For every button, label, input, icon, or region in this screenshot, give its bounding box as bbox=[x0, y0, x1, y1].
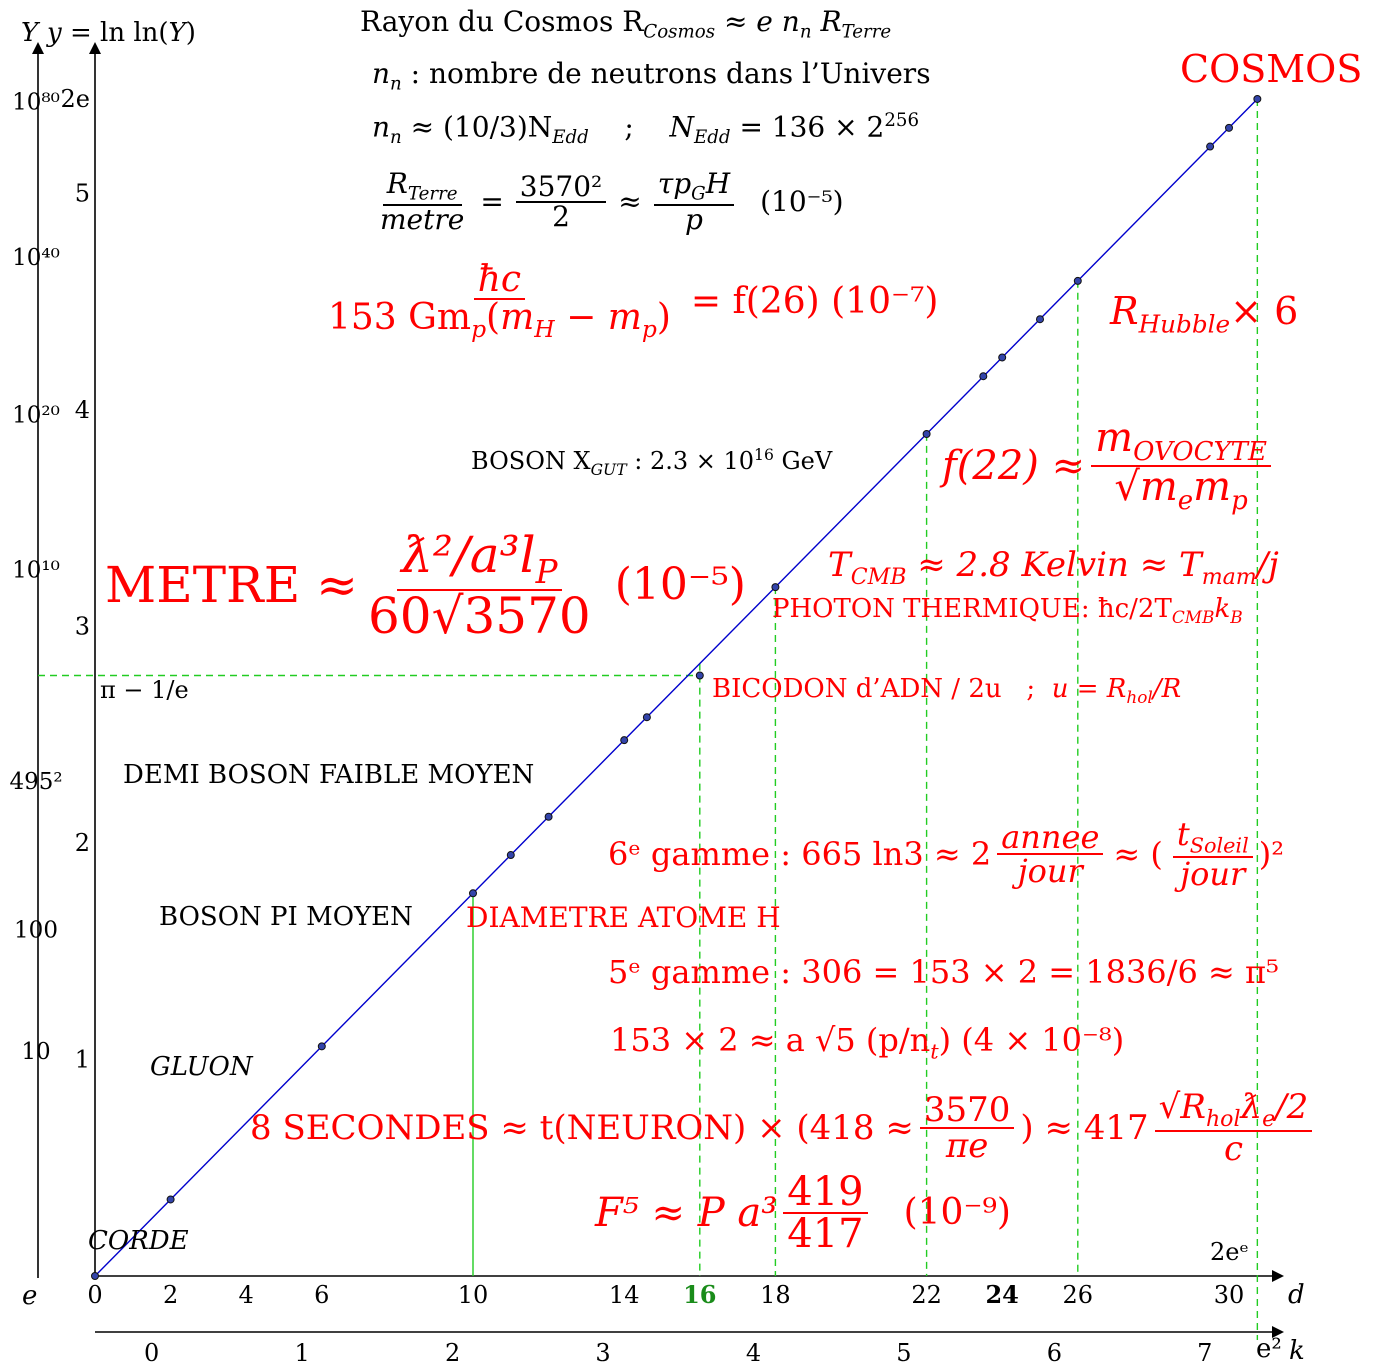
k-tick-label-5: 5 bbox=[896, 1339, 911, 1367]
axis-title-y: y = ln ln(Y) bbox=[47, 18, 196, 48]
data-point-10 bbox=[922, 430, 931, 439]
k-tick-label-7: 7 bbox=[1197, 1339, 1212, 1367]
k-axis-label: k bbox=[1289, 1336, 1305, 1366]
inner-y-tick-2: 3 bbox=[75, 613, 90, 641]
data-point-1 bbox=[166, 1195, 175, 1204]
k-tick-label-2: 2 bbox=[445, 1339, 460, 1367]
data-point-16 bbox=[1225, 123, 1233, 132]
data-point-6 bbox=[620, 736, 629, 745]
d-tick-label-1: 2 bbox=[163, 1281, 178, 1309]
data-point-0 bbox=[91, 1272, 99, 1280]
label-cosmos: COSMOS bbox=[1180, 47, 1363, 91]
outer-y-tick-6: 10⁸⁰ bbox=[12, 90, 60, 116]
label-bicodon: BICODON d’ADN / 2u ; u = Rhol/R bbox=[712, 674, 1182, 708]
d-tick-label-3: 6 bbox=[314, 1281, 329, 1309]
outer-y-tick-5: 10⁴⁰ bbox=[12, 245, 60, 271]
inner-y-tick-5: 2e bbox=[61, 85, 90, 113]
boson-x-unit: GeV bbox=[773, 447, 833, 475]
k-tick-label-3: 3 bbox=[595, 1339, 610, 1367]
guide-lines bbox=[38, 98, 1259, 1340]
formula-nn-approx: nn ≈ (10/3)NEdd ; NEdd = 136 × 2256 bbox=[372, 110, 920, 148]
formula-tcmb: TCMB ≈ 2.8 Kelvin ≈ Tmam/j bbox=[828, 545, 1279, 590]
k-tick-label-4: 4 bbox=[746, 1339, 761, 1367]
outer-y-tick-3: 10¹⁰ bbox=[12, 558, 60, 584]
data-point-14 bbox=[1073, 276, 1082, 285]
formula-rayon: Rayon du Cosmos RCosmos ≈ e nn RTerre bbox=[360, 5, 892, 43]
d-axis-label: d bbox=[1288, 1280, 1305, 1310]
inner-y-tick-1: 2 bbox=[75, 829, 90, 857]
data-point-11 bbox=[979, 372, 988, 381]
d-tick-label-8: 22 bbox=[911, 1281, 942, 1309]
data-point-17 bbox=[1253, 94, 1262, 103]
inner-y-tick-4: 5 bbox=[75, 180, 90, 208]
pi-label: π − 1/e bbox=[100, 676, 189, 704]
formula-a-sqrt5: 153 × 2 ≈ a √5 (p/nt) (4 × 10⁻⁸) bbox=[610, 1021, 1125, 1064]
boson-x-prefix: BOSON X bbox=[471, 447, 591, 475]
d-tick-label-10: 26 bbox=[1063, 1281, 1094, 1309]
data-point-8 bbox=[695, 671, 704, 680]
data-point-9 bbox=[771, 583, 780, 592]
inner-y-tick-3: 4 bbox=[75, 396, 90, 424]
k-axis-end-label: e² bbox=[1256, 1334, 1282, 1364]
k-tick-label-0: 0 bbox=[144, 1339, 159, 1367]
axis-title-Y: Y bbox=[21, 18, 39, 48]
diagonal-line bbox=[94, 98, 1258, 1277]
boson-x-value: : 2.3 × 10 bbox=[634, 447, 755, 475]
d-tick-label-0: 0 bbox=[87, 1281, 102, 1309]
d-axis-end-label: 2eᵉ bbox=[1210, 1238, 1249, 1266]
data-point-7 bbox=[642, 713, 651, 722]
label-gluon: GLUON bbox=[150, 1052, 253, 1082]
diagonal-series bbox=[91, 94, 1262, 1280]
formula-f22: f(22) ≈ mOVOCYTE√memp bbox=[942, 418, 1277, 514]
d-tick-label-2: 4 bbox=[239, 1281, 254, 1309]
label-photon: PHOTON THERMIQUE: ħc/2TCMBkB bbox=[772, 594, 1243, 628]
k-tick-label-6: 6 bbox=[1047, 1339, 1062, 1367]
outer-y-tick-2: 495² bbox=[9, 769, 62, 795]
d-tick-label-7: 18 bbox=[760, 1281, 791, 1309]
label-corde: CORDE bbox=[88, 1226, 189, 1256]
data-point-3 bbox=[469, 889, 477, 898]
data-point-12 bbox=[998, 353, 1007, 362]
label-diametre: DIAMETRE ATOME H bbox=[466, 901, 781, 934]
formula-nn: nn : nombre de neutrons dans l’Univers bbox=[372, 57, 931, 95]
data-point-5 bbox=[544, 812, 553, 821]
data-point-13 bbox=[1036, 315, 1044, 324]
origin-label-e: e bbox=[22, 1281, 38, 1311]
d-tick-label-11: 30 bbox=[1214, 1281, 1245, 1309]
label-demi-boson: DEMI BOSON FAIBLE MOYEN bbox=[123, 760, 535, 790]
label-boson-x: BOSON XGUT : 2.3 × 1016 GeV bbox=[471, 446, 833, 479]
label-hubble: RHubble× 6 bbox=[1110, 289, 1299, 339]
outer-y-tick-0: 10 bbox=[21, 1039, 50, 1065]
inner-y-tick-0: 1 bbox=[75, 1046, 90, 1074]
d-tick-label-5: 14 bbox=[609, 1281, 640, 1309]
d-tick-label-9: 24 bbox=[985, 1280, 1018, 1309]
d-tick-label-6: 16 bbox=[683, 1280, 716, 1309]
label-boson-pi: BOSON PI MOYEN bbox=[159, 902, 413, 932]
data-point-15 bbox=[1206, 142, 1215, 151]
formula-gamme5: 5ᵉ gamme : 306 = 153 × 2 = 1836/6 ≈ π⁵ bbox=[608, 953, 1279, 991]
outer-y-tick-4: 10²⁰ bbox=[12, 402, 60, 428]
k-tick-label-1: 1 bbox=[295, 1339, 310, 1367]
data-point-2 bbox=[317, 1042, 326, 1051]
outer-y-tick-1: 100 bbox=[14, 918, 58, 944]
d-tick-label-4: 10 bbox=[458, 1281, 489, 1309]
data-point-4 bbox=[506, 851, 515, 860]
